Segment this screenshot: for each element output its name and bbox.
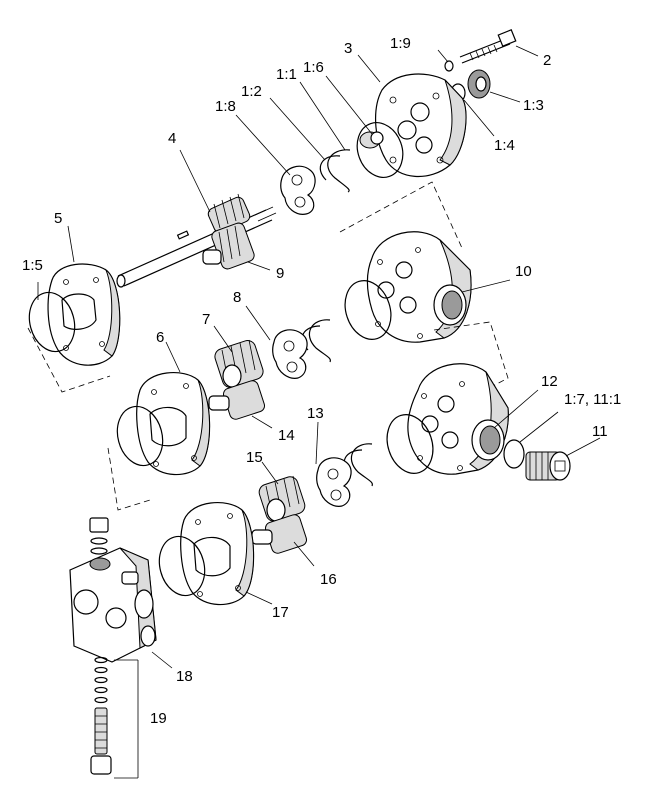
part-10-housing: [366, 231, 472, 343]
callout-3: 3: [344, 40, 352, 57]
callout-1-9: 1:9: [390, 35, 411, 52]
part-9-gear: [202, 222, 255, 270]
callout-11: 11: [592, 423, 608, 440]
callout-1-6: 1:6: [303, 59, 324, 76]
callout-1-2: 1:2: [241, 83, 262, 100]
part-6-plate: [136, 372, 211, 476]
callout-10: 10: [515, 263, 532, 280]
part-7-gear: [214, 339, 264, 388]
part-13-wear-plate: [316, 457, 352, 507]
part-1-8-wear-plate: [280, 165, 316, 215]
callout-13: 13: [307, 405, 324, 422]
callout-1-3: 1:3: [523, 97, 544, 114]
part-15-gear: [258, 475, 306, 522]
callout-7: 7: [202, 311, 210, 328]
part-11-plug: [525, 451, 571, 481]
part-1-9-washer: [444, 60, 454, 72]
callout-1-1: 1:1: [276, 66, 297, 83]
callout-15: 15: [246, 449, 263, 466]
part-1-1-oring: [356, 122, 404, 178]
callout-14: 14: [278, 427, 295, 444]
callout-labels: 1:9 2 3 1:1 1:6 1:2 1:8 1:3 1:4 4 5 1:5 …: [22, 35, 621, 727]
part-1-6-bushing: [359, 131, 384, 149]
leader-lines: [37, 45, 601, 779]
callout-8: 8: [233, 289, 241, 306]
callout-2: 2: [543, 52, 551, 69]
part-1-5-oring: [28, 291, 76, 353]
part-8-wear-plate: [272, 329, 308, 379]
callout-1-8: 1:8: [215, 98, 236, 115]
part-5-rear-cover: [47, 263, 121, 366]
callout-5: 5: [54, 210, 62, 227]
callout-1-4: 1:4: [494, 137, 515, 154]
part-1-3-seal: [467, 69, 491, 99]
part-18-valve-block: [69, 547, 157, 663]
part-12-housing: [407, 363, 509, 475]
part-17-plate: [180, 502, 255, 606]
callout-6: 6: [156, 329, 164, 346]
part-19-valve-stack: [90, 656, 112, 775]
callout-12: 12: [541, 373, 558, 390]
part-1-2-seal: [319, 149, 351, 193]
part-1-7-11-1-oring: [503, 439, 525, 469]
part-18-plug-top: [89, 517, 109, 555]
part-14-gear: [208, 380, 266, 420]
callout-19: 19: [150, 710, 167, 727]
callout-1-7-11-1: 1:7, 11:1: [564, 391, 621, 408]
part-3-front-cover: [375, 73, 467, 177]
part-2-bolt: [459, 29, 517, 64]
callout-9: 9: [276, 265, 284, 282]
callout-18: 18: [176, 668, 193, 685]
callout-16: 16: [320, 571, 337, 588]
callout-1-5: 1:5: [22, 257, 43, 274]
part-4-shaft: [116, 193, 277, 288]
callout-4: 4: [168, 130, 176, 147]
callout-17: 17: [272, 604, 289, 621]
